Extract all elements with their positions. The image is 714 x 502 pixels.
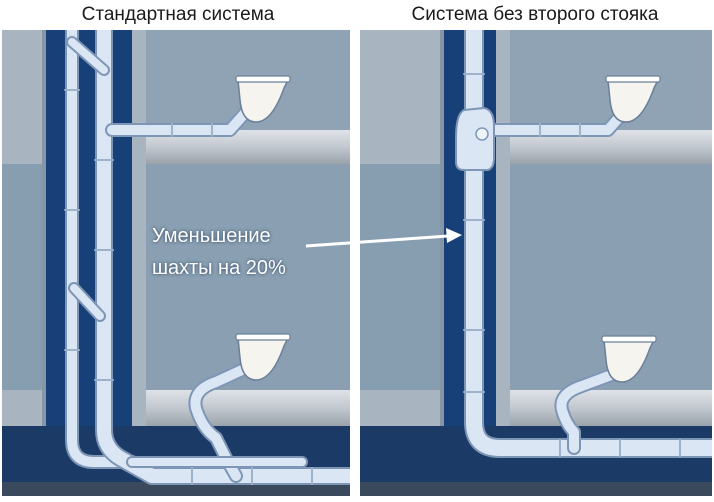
standard-system-panel <box>2 30 350 496</box>
single-riser-system-panel <box>360 30 712 496</box>
service-shaft <box>46 30 132 496</box>
right-panel-title: Система без второго стояка <box>411 4 659 25</box>
column <box>496 30 510 496</box>
left-panel-title: Стандартная система <box>81 4 275 25</box>
column <box>132 30 146 496</box>
callout-text-line-2: шахты на 20% <box>152 257 286 279</box>
pipework <box>64 30 350 485</box>
special-fitting-icon <box>455 106 495 171</box>
upper-toilet-icon <box>235 75 291 123</box>
lower-toilet-icon <box>235 333 291 381</box>
lower-toilet-icon <box>601 335 657 383</box>
upper-toilet-icon <box>605 75 661 123</box>
callout-text-line-1: Уменьшение <box>152 225 271 247</box>
